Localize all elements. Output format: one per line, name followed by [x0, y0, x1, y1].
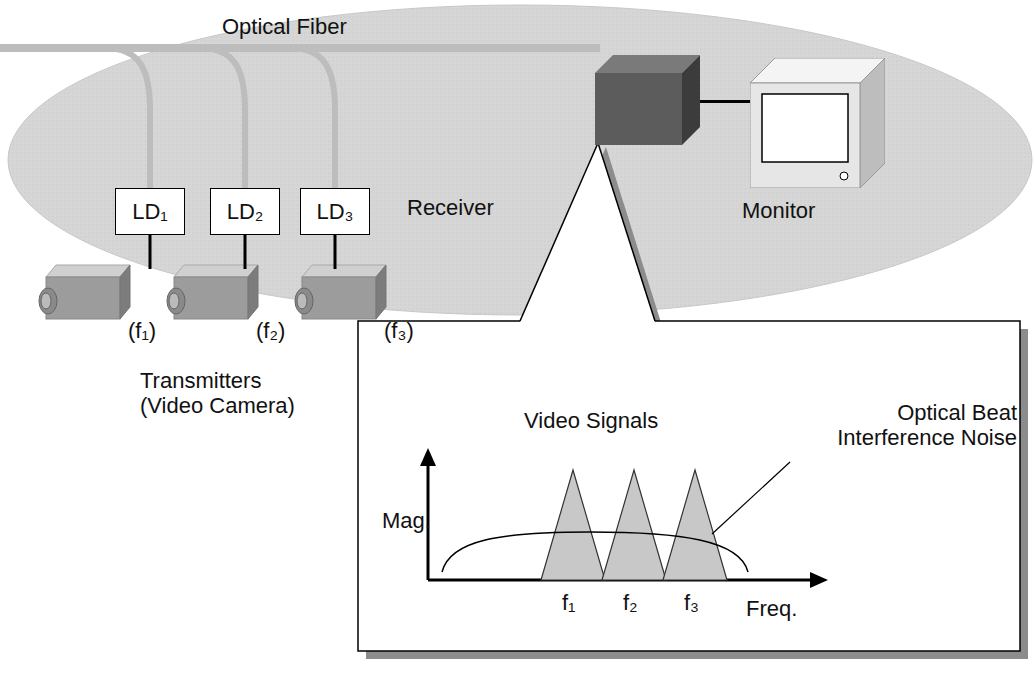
fiber-branch [200, 48, 245, 190]
leader-line [712, 462, 790, 534]
axis-label: Freq. [746, 596, 797, 621]
video-signal-peak [602, 470, 666, 580]
fiber-branch [105, 48, 150, 190]
video-camera [39, 265, 130, 319]
spectrum-axes [420, 448, 828, 588]
video-camera [295, 265, 386, 319]
transmitters-label: Transmitters (Video Camera) [140, 368, 310, 419]
box-label: LD₂ [227, 199, 264, 224]
laser-diode-box: LD₁ [115, 188, 185, 235]
frequency-label: (f₃) [384, 318, 414, 343]
box-label: LD₃ [316, 199, 353, 224]
laser-diode-box: LD₃ [300, 188, 370, 235]
camera-wire [334, 235, 337, 269]
laser-diode-box: LD₂ [210, 188, 280, 235]
video-signal-peak [541, 470, 605, 580]
receiver-unit: Receiver [595, 55, 700, 145]
cube-shape [595, 55, 700, 145]
monitor-shape [750, 58, 885, 188]
device-label: Monitor [742, 198, 815, 223]
frequency-tick: f₁ [562, 590, 576, 615]
noise-label: Optical Beat Interference Noise [792, 400, 1017, 451]
video-signals-label: Video Signals [524, 408, 658, 433]
axis-label: Mag. [382, 508, 431, 533]
video-camera [167, 265, 258, 319]
fiber-label: Optical Fiber [222, 14, 347, 39]
frequency-tick: f₂ [623, 590, 638, 615]
frequency-label: (f₂) [256, 318, 285, 343]
callout-box [358, 321, 1020, 651]
frequency-label: (f₁) [128, 318, 156, 343]
device-label: Receiver [407, 195, 494, 220]
video-signal-peak [663, 470, 727, 580]
camera-wire [244, 235, 247, 269]
monitor: Monitor [750, 58, 885, 188]
cable [700, 100, 750, 103]
frequency-tick: f₃ [684, 590, 699, 615]
noise-curve [442, 532, 748, 572]
box-label: LD₁ [132, 199, 168, 224]
camera-wire [149, 235, 152, 269]
fiber-branch [290, 48, 335, 190]
